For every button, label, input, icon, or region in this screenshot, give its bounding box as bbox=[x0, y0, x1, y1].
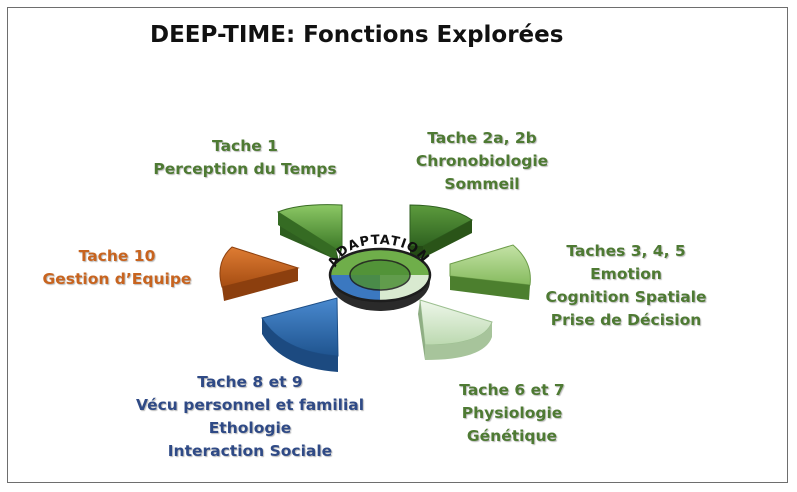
diagram-title: DEEP-TIME: Fonctions Explorées bbox=[150, 22, 564, 48]
label-tache-1-line-2: Perception du Temps bbox=[153, 160, 337, 178]
label-tache-10-line-1: Tache 10 bbox=[78, 247, 156, 265]
label-tache-3-line-4: Prise de Décision bbox=[550, 311, 702, 329]
label-tache-2-line-1: Tache 2a, 2b bbox=[427, 129, 537, 147]
label-tache-2: Tache 2a, 2b Chronobiologie Sommeil bbox=[402, 127, 562, 196]
label-tache-8-line-1: Tache 8 et 9 bbox=[197, 373, 303, 391]
label-tache-2-line-3: Sommeil bbox=[444, 175, 520, 193]
figure-frame bbox=[7, 7, 788, 483]
label-tache-8-line-3: Ethologie bbox=[208, 419, 292, 437]
label-tache-3-line-2: Emotion bbox=[590, 265, 662, 283]
label-tache-6-line-2: Physiologie bbox=[461, 404, 563, 422]
label-tache-8-line-2: Vécu personnel et familial bbox=[135, 396, 365, 414]
segment-tache-8-9 bbox=[261, 297, 339, 372]
adaptation-hub: ADAPTATION bbox=[326, 233, 432, 311]
label-tache-10: Tache 10 Gestion d’Equipe bbox=[32, 245, 202, 291]
segment-tache-3-4-5 bbox=[449, 244, 531, 300]
segment-tache-1 bbox=[276, 204, 343, 261]
label-tache-3-line-3: Cognition Spatiale bbox=[545, 288, 707, 306]
label-tache-1: Tache 1 Perception du Temps bbox=[150, 135, 340, 181]
label-tache-2-line-2: Chronobiologie bbox=[415, 152, 549, 170]
label-tache-8-line-4: Interaction Sociale bbox=[167, 442, 333, 460]
label-tache-3-4-5: Taches 3, 4, 5 Emotion Cognition Spatial… bbox=[536, 240, 716, 332]
segment-tache-6-7 bbox=[418, 299, 493, 360]
label-tache-8-9: Tache 8 et 9 Vécu personnel et familial … bbox=[130, 371, 370, 463]
label-tache-6-line-1: Tache 6 et 7 bbox=[459, 381, 565, 399]
segment-tache-2 bbox=[409, 204, 473, 258]
label-tache-10-line-2: Gestion d’Equipe bbox=[42, 270, 192, 288]
label-tache-3-line-1: Taches 3, 4, 5 bbox=[566, 242, 686, 260]
segment-tache-10 bbox=[219, 246, 300, 301]
label-tache-1-line-1: Tache 1 bbox=[212, 137, 278, 155]
label-tache-6-7: Tache 6 et 7 Physiologie Génétique bbox=[432, 379, 592, 448]
label-tache-6-line-3: Génétique bbox=[466, 427, 558, 445]
